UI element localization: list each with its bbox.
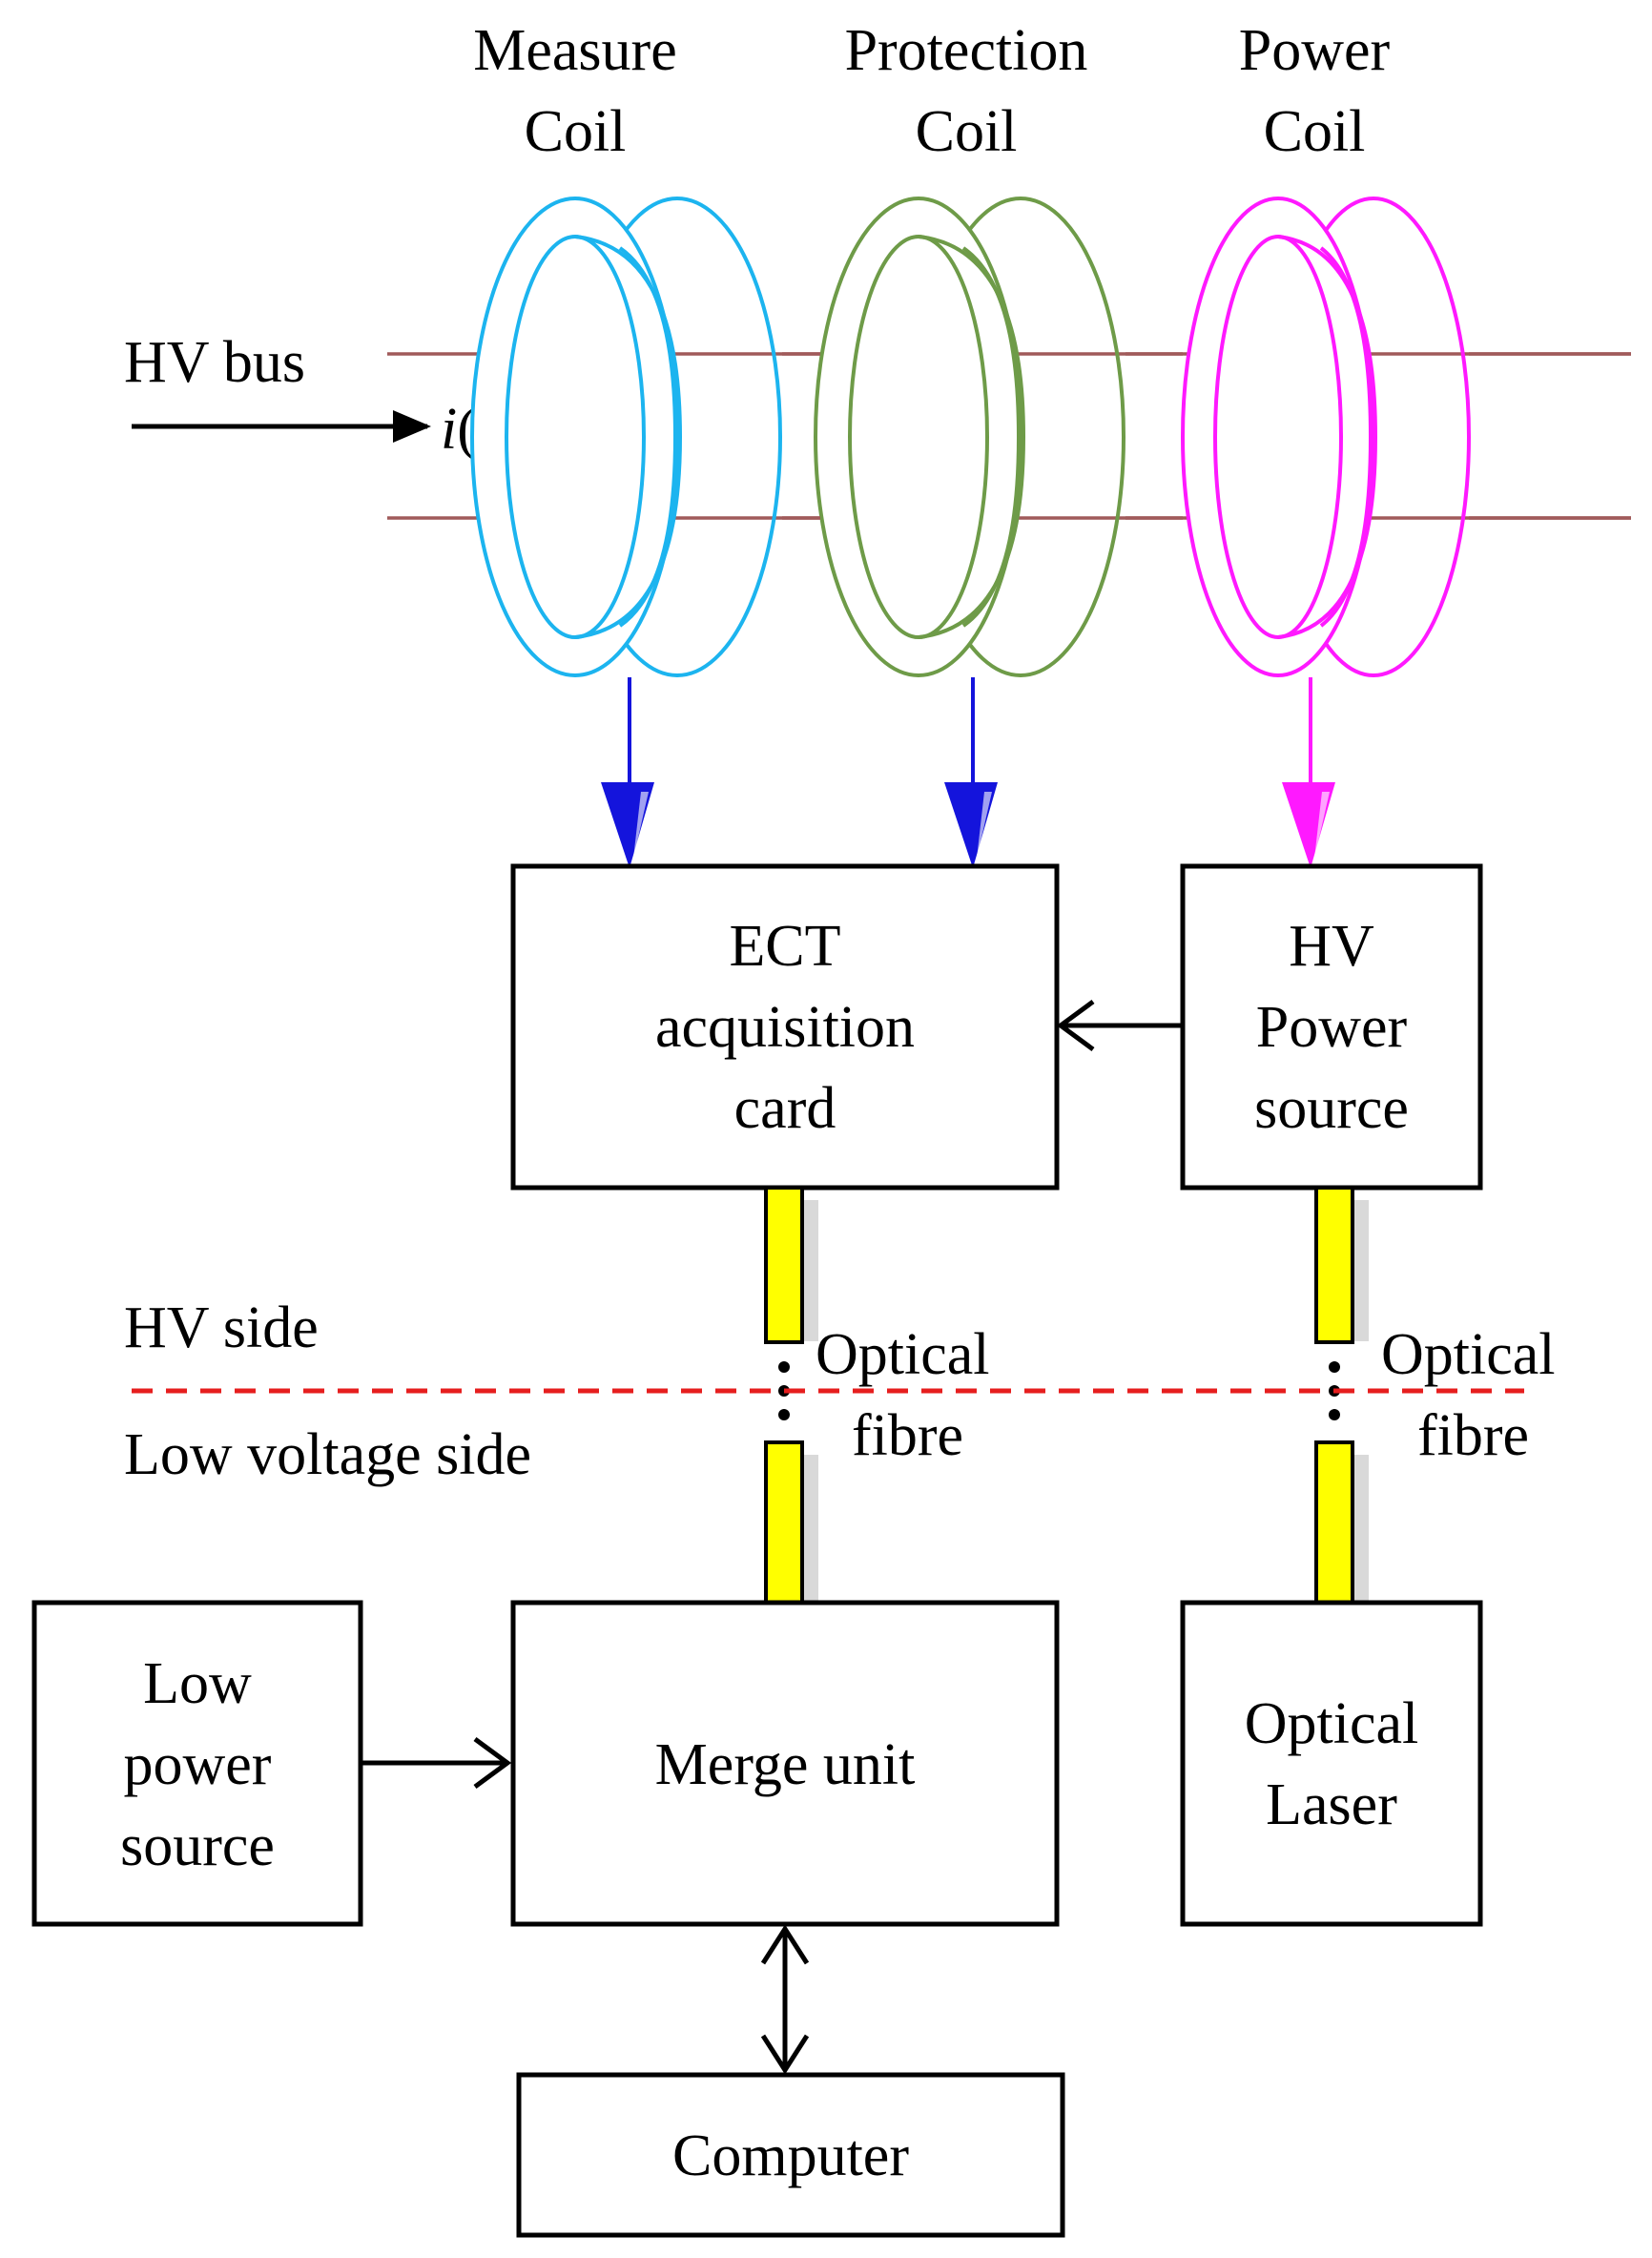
- hv-power-line1: HV: [1289, 914, 1374, 979]
- fibre-left-top: [764, 1186, 804, 1344]
- low-power-source-box: [31, 1600, 363, 1927]
- fibre-right-bottom: [1314, 1440, 1354, 1605]
- current-arrow-head: [393, 410, 431, 443]
- hv-power-line3: source: [1254, 1076, 1409, 1141]
- computer-box: [516, 2072, 1065, 2238]
- ect-label-line3: card: [734, 1076, 836, 1141]
- low-voltage-side-label: Low voltage side: [124, 1422, 531, 1487]
- hv-side-label: HV side: [124, 1295, 319, 1360]
- hv-power-to-ect-arrowhead: [1056, 999, 1095, 1052]
- power-coil-title-line2: Coil: [1264, 99, 1366, 164]
- merge-unit-label: Merge unit: [655, 1732, 916, 1797]
- fibre-right-top: [1314, 1186, 1354, 1344]
- hv-power-source-box: [1180, 863, 1483, 1191]
- hv-bus-label: HV bus: [124, 330, 305, 395]
- fibre-left-label-line2: fibre: [852, 1403, 963, 1468]
- low-power-to-merge-arrowhead: [473, 1736, 512, 1790]
- measure-signal-arrow: [601, 677, 654, 868]
- fibre-right-label-line1: Optical: [1381, 1322, 1556, 1387]
- fibre-right-label-line2: fibre: [1417, 1403, 1529, 1468]
- optical-laser-box: [1180, 1600, 1483, 1927]
- protection-coil-title-line2: Coil: [916, 99, 1018, 164]
- merge-computer-arrowhead-down: [760, 2034, 810, 2075]
- protection-coil-title-line1: Protection: [845, 18, 1088, 83]
- fibre-left-bottom: [764, 1440, 804, 1605]
- current-var: i: [441, 397, 457, 462]
- measure-coil-title-line2: Coil: [525, 99, 627, 164]
- merge-unit-box: [510, 1600, 1060, 1927]
- computer-label: Computer: [672, 2123, 909, 2188]
- fibre-left-label-line1: Optical: [816, 1322, 990, 1387]
- merge-computer-arrowhead-up: [760, 1924, 810, 1965]
- low-power-line3: source: [120, 1813, 275, 1878]
- power-coil: [1181, 197, 1471, 677]
- ect-acquisition-card-box: [510, 863, 1060, 1191]
- optical-laser-line2: Laser: [1266, 1772, 1397, 1837]
- protection-coil: [814, 197, 1125, 677]
- power-coil-title-line1: Power: [1239, 18, 1391, 83]
- measure-coil: [470, 197, 782, 677]
- power-signal-arrow: [1282, 677, 1335, 868]
- protection-signal-arrow: [944, 677, 998, 868]
- hv-power-line2: Power: [1256, 995, 1408, 1060]
- optical-laser-line1: Optical: [1245, 1691, 1419, 1756]
- ect-label-line2: acquisition: [655, 995, 915, 1060]
- low-power-line2: power: [124, 1732, 272, 1797]
- ect-label-line1: ECT: [729, 914, 840, 979]
- measure-coil-title-line1: Measure: [473, 18, 676, 83]
- low-power-line1: Low: [143, 1651, 252, 1716]
